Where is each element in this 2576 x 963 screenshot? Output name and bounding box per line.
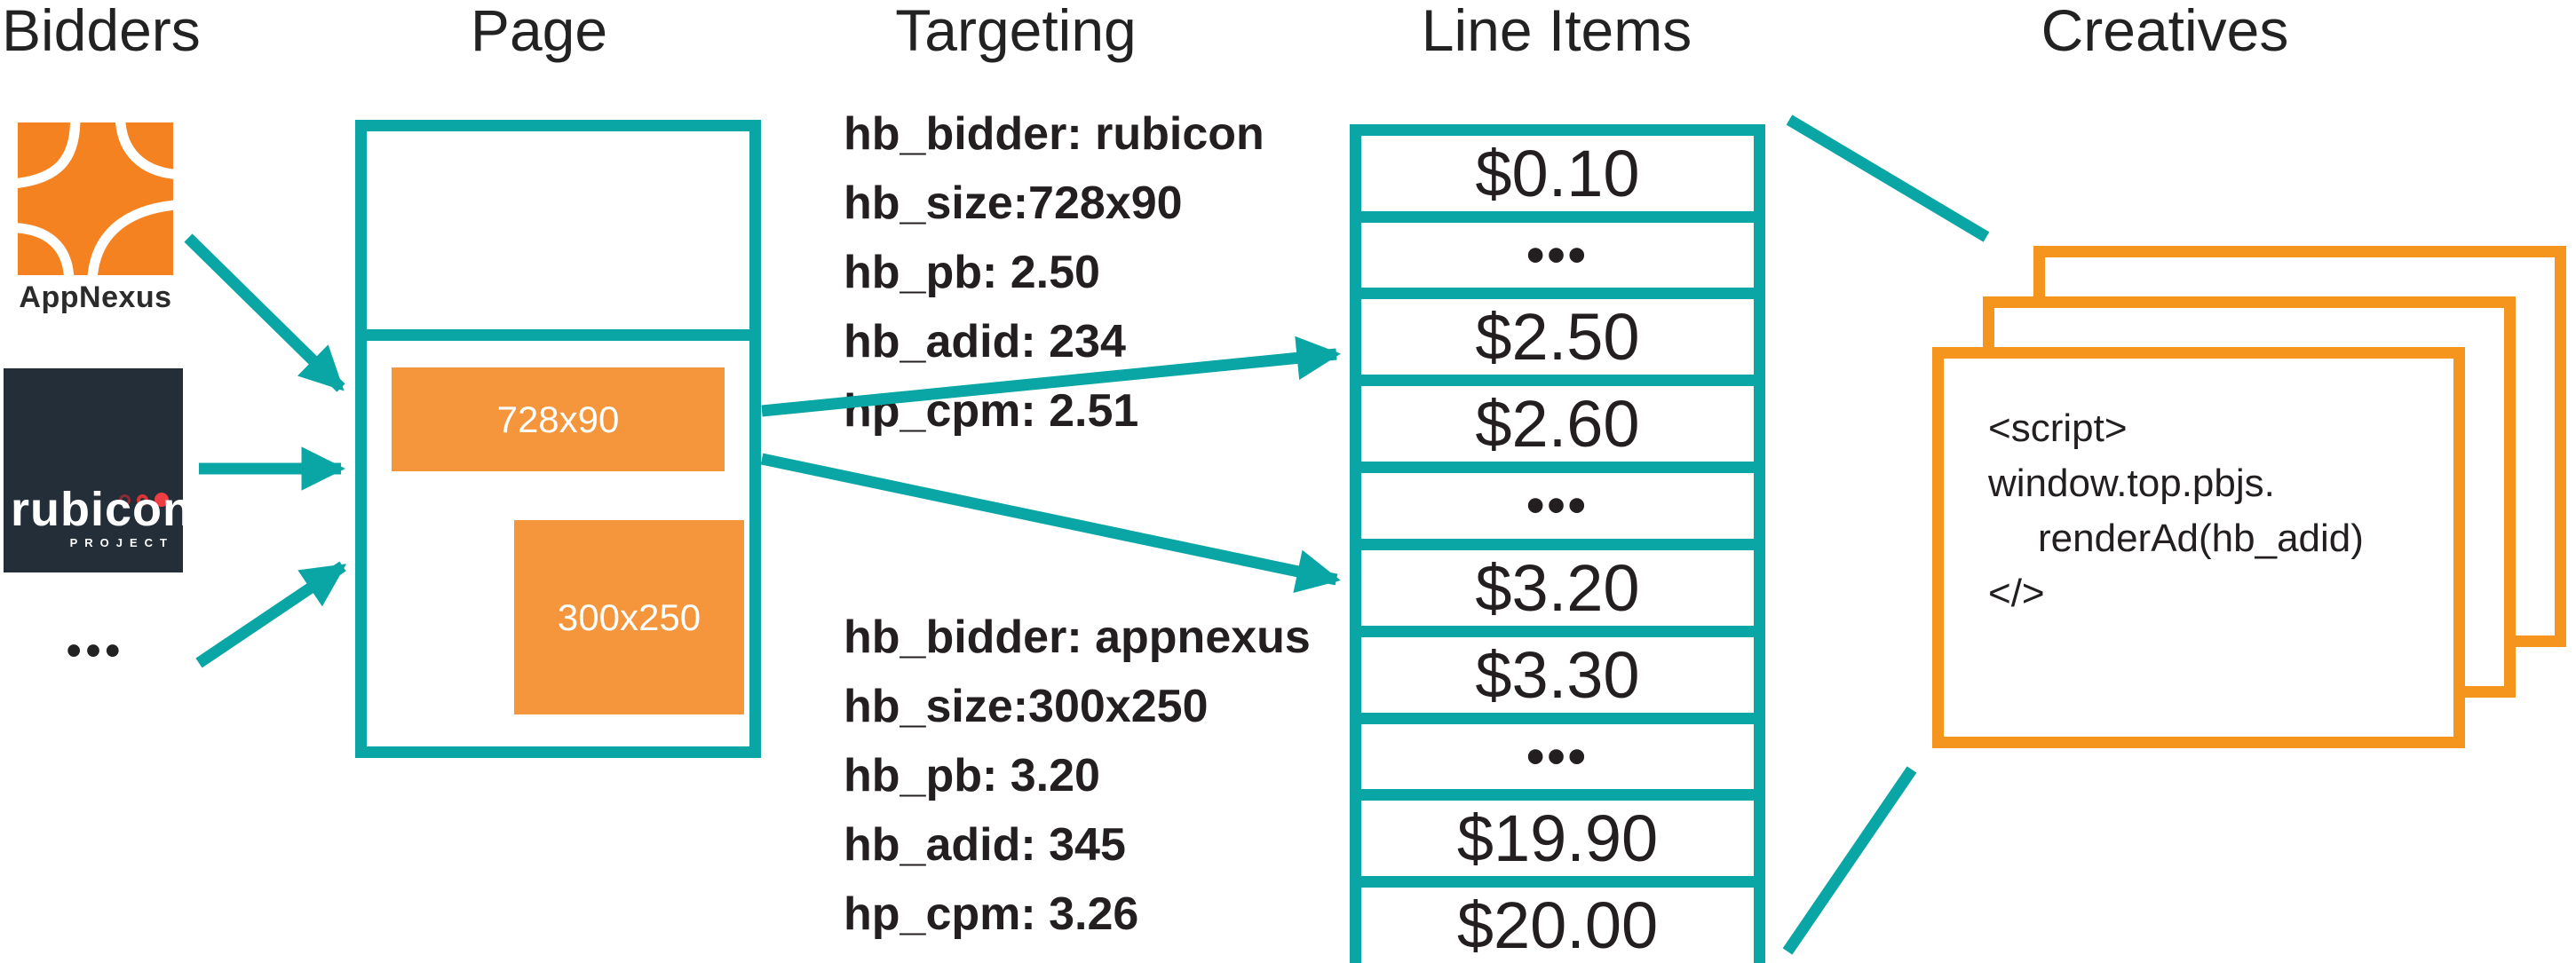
targeting-block-rubicon: hb_bidder: rubicon hb_size:728x90 hb_pb:…	[844, 99, 1264, 446]
more-bidders-ellipsis: •••	[66, 628, 125, 675]
rubicon-project-logo: rubicon® PROJECT	[4, 368, 202, 572]
targeting-line: hb_pb: 2.50	[844, 247, 1100, 298]
registered-mark: ®	[193, 515, 202, 528]
arrow-more-bidders-to-page	[195, 561, 347, 668]
targeting-line: hb_adid: 345	[844, 819, 1126, 871]
page-box: 728x90 300x250	[355, 120, 761, 758]
targeting-line: hb_bidder: rubicon	[844, 108, 1264, 160]
line-item-row-ellipsis: •••	[1361, 473, 1754, 539]
creatives-column-title: Creatives	[2041, 0, 2289, 63]
code-line: window.top.pbjs.	[1988, 462, 2275, 505]
connector-line-items-bottom-to-creatives	[1782, 766, 1917, 955]
rubicon-dot-outline-icon	[119, 493, 131, 506]
appnexus-logo-icon	[18, 122, 173, 275]
ad-slot-728x90: 728x90	[392, 367, 725, 471]
targeting-block-appnexus: hb_bidder: appnexus hb_size:300x250 hb_p…	[844, 603, 1311, 949]
line-item-row: $0.10	[1361, 136, 1754, 211]
line-item-row: $2.50	[1361, 299, 1754, 375]
arrow-page-to-line-item-320	[760, 453, 1341, 594]
line-item-row-ellipsis: •••	[1361, 223, 1754, 288]
targeting-line: hp_cpm: 3.26	[844, 888, 1139, 940]
line-item-row-ellipsis: •••	[1361, 723, 1754, 789]
code-line: renderAd(hb_adid)	[2038, 517, 2364, 560]
targeting-line: hb_pb: 3.20	[844, 750, 1100, 801]
line-items-column-title: Line Items	[1421, 0, 1692, 63]
rubicon-dot-solid-icon	[155, 493, 169, 507]
appnexus-label: AppNexus	[19, 280, 172, 314]
targeting-line: hp_cpm: 2.51	[844, 385, 1139, 437]
line-item-row: $2.60	[1361, 386, 1754, 462]
bidders-column-title: Bidders	[2, 0, 201, 63]
line-items-table: $0.10 ••• $2.50 $2.60 ••• $3.20 $3.30 ••…	[1350, 124, 1765, 963]
page-column-title: Page	[470, 0, 608, 63]
line-item-row: $20.00	[1361, 888, 1754, 963]
rubicon-wordmark: rubicon®	[11, 483, 202, 536]
page-header-divider	[367, 329, 749, 341]
line-item-row: $19.90	[1361, 801, 1754, 876]
ad-slot-300x250: 300x250	[514, 520, 744, 714]
line-item-row: $3.30	[1361, 636, 1754, 713]
creative-card-front: <script> window.top.pbjs. renderAd(hb_ad…	[1932, 347, 2465, 748]
line-item-row: $3.20	[1361, 549, 1754, 626]
targeting-line: hb_size:728x90	[844, 178, 1183, 229]
rubicon-dot-ring-icon	[137, 493, 148, 506]
rubicon-subtitle: PROJECT	[69, 536, 174, 549]
code-line: <script>	[1988, 407, 2128, 450]
rubicon-dots-icon	[119, 493, 169, 507]
targeting-column-title: Targeting	[895, 0, 1137, 63]
targeting-line: hb_adid: 234	[844, 316, 1126, 367]
targeting-line: hb_size:300x250	[844, 681, 1209, 732]
arrow-appnexus-to-page	[184, 233, 345, 392]
creative-code-snippet: <script> window.top.pbjs. renderAd(hb_ad…	[1988, 401, 2364, 621]
targeting-line: hb_bidder: appnexus	[844, 612, 1311, 663]
code-line: </>	[1988, 572, 2045, 615]
connector-line-items-top-to-creatives	[1786, 114, 1990, 242]
